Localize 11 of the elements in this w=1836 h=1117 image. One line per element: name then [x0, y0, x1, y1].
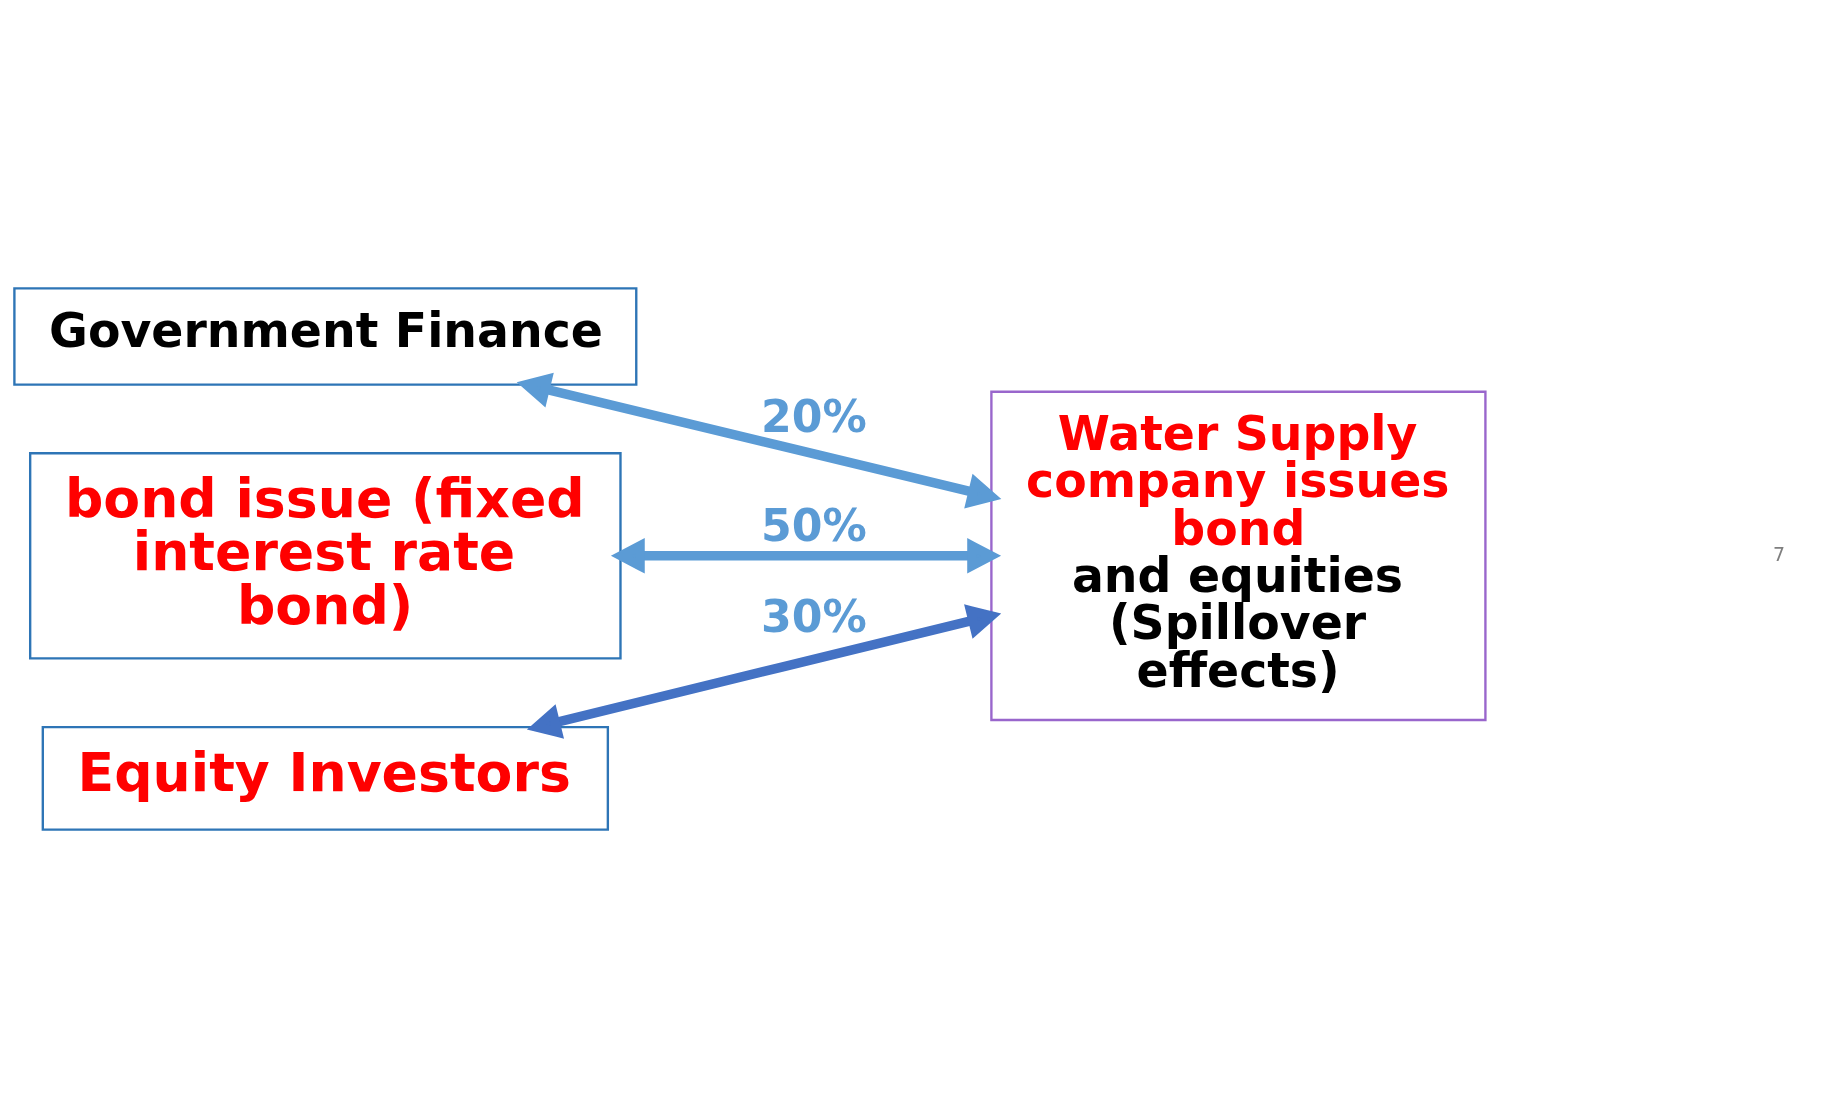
arrow: [516, 372, 1002, 508]
node-box: bond issue (fixed interest rate bond): [29, 451, 622, 660]
edge-label: 30%: [760, 590, 867, 642]
edge-label: 20%: [760, 390, 867, 442]
arrow: [610, 537, 1002, 574]
label: 7: [1772, 542, 1786, 565]
edge-label: 50%: [760, 499, 867, 551]
node-box: Equity Investors: [41, 725, 610, 831]
node-box: Government Finance: [13, 286, 638, 386]
node-box: Water Supply company issues bond and equities (Spillover effects): [990, 390, 1487, 721]
arrow: [526, 603, 1002, 739]
